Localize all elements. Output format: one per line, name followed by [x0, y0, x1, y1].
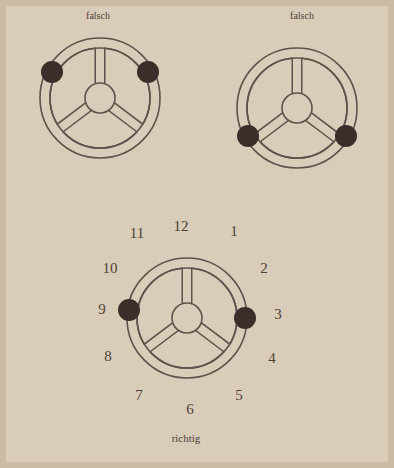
clock-number: 8: [104, 349, 112, 364]
clock-number: 7: [135, 388, 143, 403]
clock-number: 2: [260, 261, 268, 276]
clock-number: 11: [130, 226, 144, 241]
wrong-caption: falsch: [290, 11, 314, 21]
clock-number: 1: [230, 224, 238, 239]
clock-number: 6: [186, 402, 194, 417]
clock-number: 4: [268, 351, 276, 366]
clock-number: 3: [274, 307, 282, 322]
wrong-caption: falsch: [86, 11, 110, 21]
clock-number: 12: [174, 219, 189, 234]
correct-caption: richtig: [172, 433, 201, 444]
clock-number: 5: [235, 388, 243, 403]
clock-number: 9: [98, 302, 106, 317]
clock-number: 10: [103, 261, 118, 276]
